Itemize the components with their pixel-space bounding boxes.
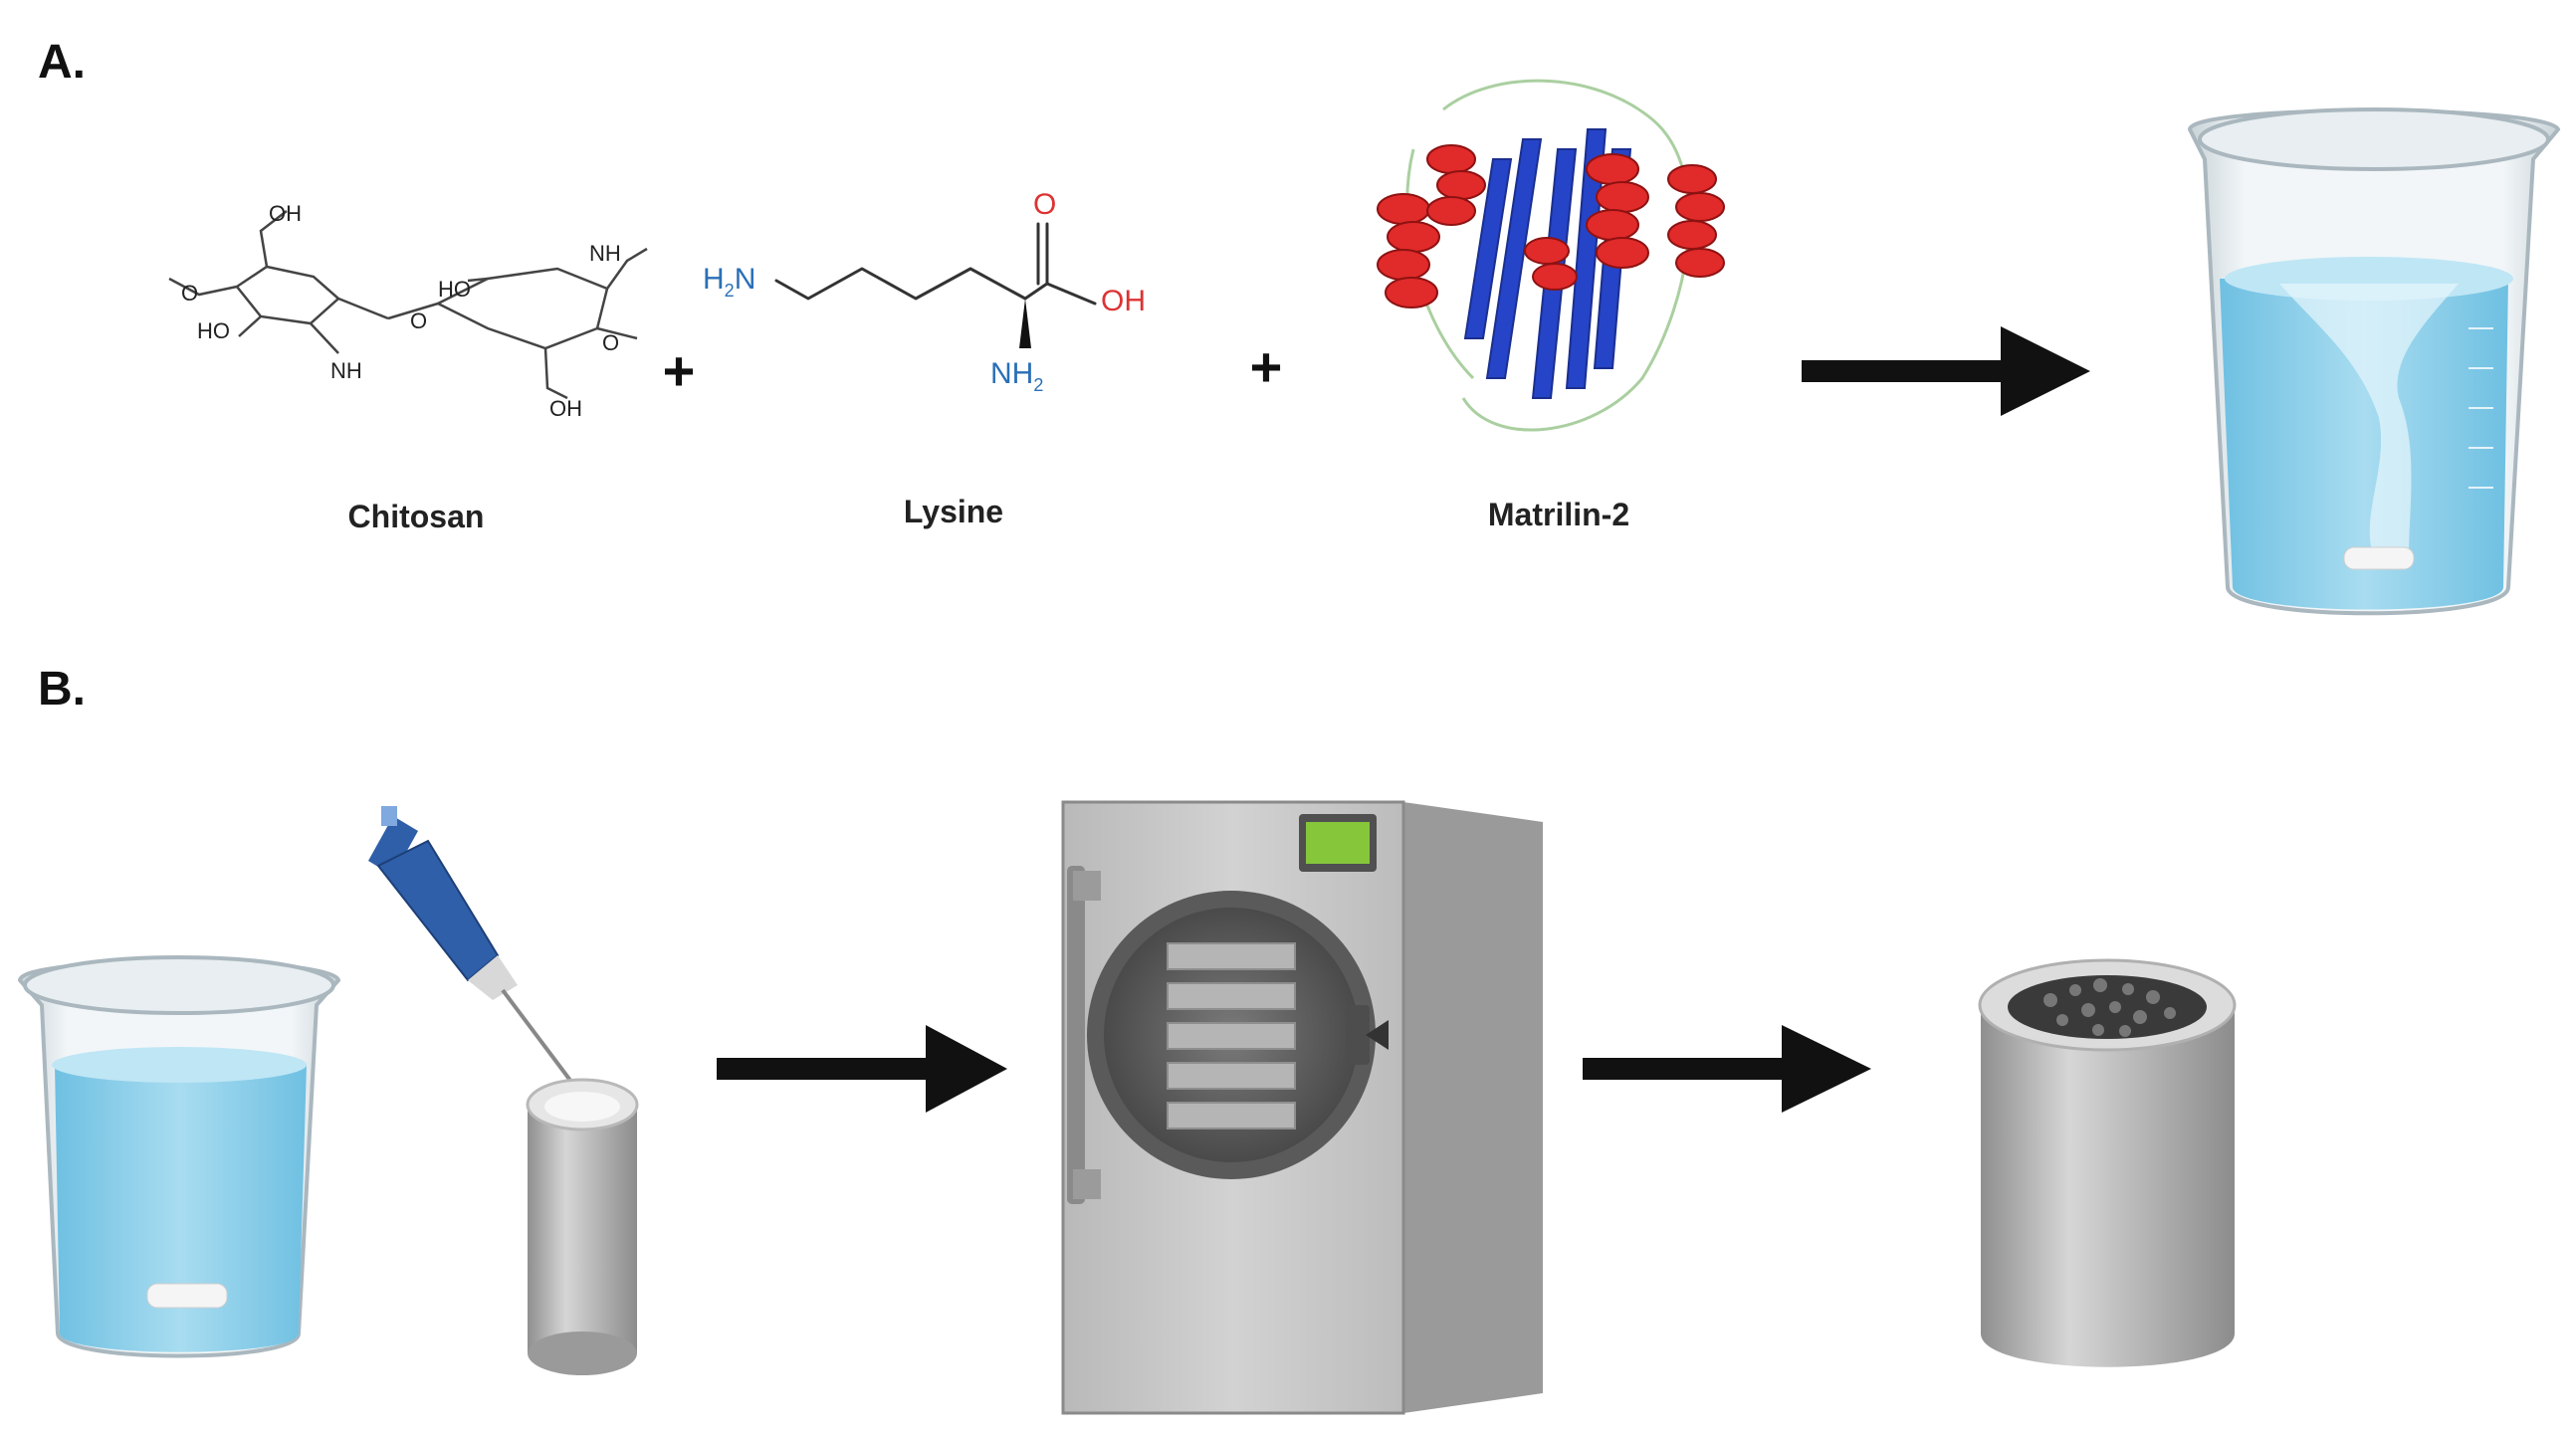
tube-icon (526, 1078, 639, 1375)
lysine-carbonyl-o: O (1033, 188, 1056, 221)
arrow-icon-b1 (717, 1025, 1007, 1113)
chitosan-structure: OH O HO NH HO O NH O OH (168, 201, 648, 421)
plus-sign-1: + (663, 339, 696, 402)
freeze-dryer-icon (1061, 800, 1543, 1415)
chitosan-atom-o-left: O (181, 281, 198, 306)
panel-b-label: B. (38, 663, 86, 716)
matrilin-label: Matrilin-2 (1488, 497, 1629, 532)
chitosan-atom-oh-top: OH (269, 201, 302, 226)
lysine-label: Lysine (904, 494, 1003, 529)
protein-icon (1377, 79, 1725, 432)
pipette-icon (368, 806, 579, 1092)
chitosan-label: Chitosan (348, 499, 485, 534)
chitosan-atom-nh-left: NH (330, 358, 362, 383)
plus-sign-2: + (1250, 335, 1283, 398)
panel-a-label: A. (38, 36, 86, 89)
beaker-icon-b (17, 955, 341, 1358)
chitosan-atom-o-right: O (602, 330, 619, 355)
chitosan-atom-ho-left: HO (197, 318, 230, 343)
lysine-hydroxyl: OH (1101, 285, 1146, 317)
chitosan-atom-ho-mid: HO (438, 277, 471, 302)
lysine-h2n-h: H2N (703, 263, 755, 301)
arrow-icon (1802, 326, 2090, 416)
arrow-icon-b2 (1583, 1025, 1871, 1113)
beaker-icon (2187, 107, 2561, 616)
lysine-structure: H2N O OH NH2 (703, 188, 1146, 395)
scaffold-icon (1978, 958, 2237, 1367)
chitosan-atom-o-bridge: O (410, 308, 427, 333)
chitosan-atom-nh-right: NH (589, 241, 621, 266)
lysine-alpha-amine: NH2 (990, 357, 1043, 395)
chitosan-atom-oh-bottom: OH (549, 396, 582, 421)
